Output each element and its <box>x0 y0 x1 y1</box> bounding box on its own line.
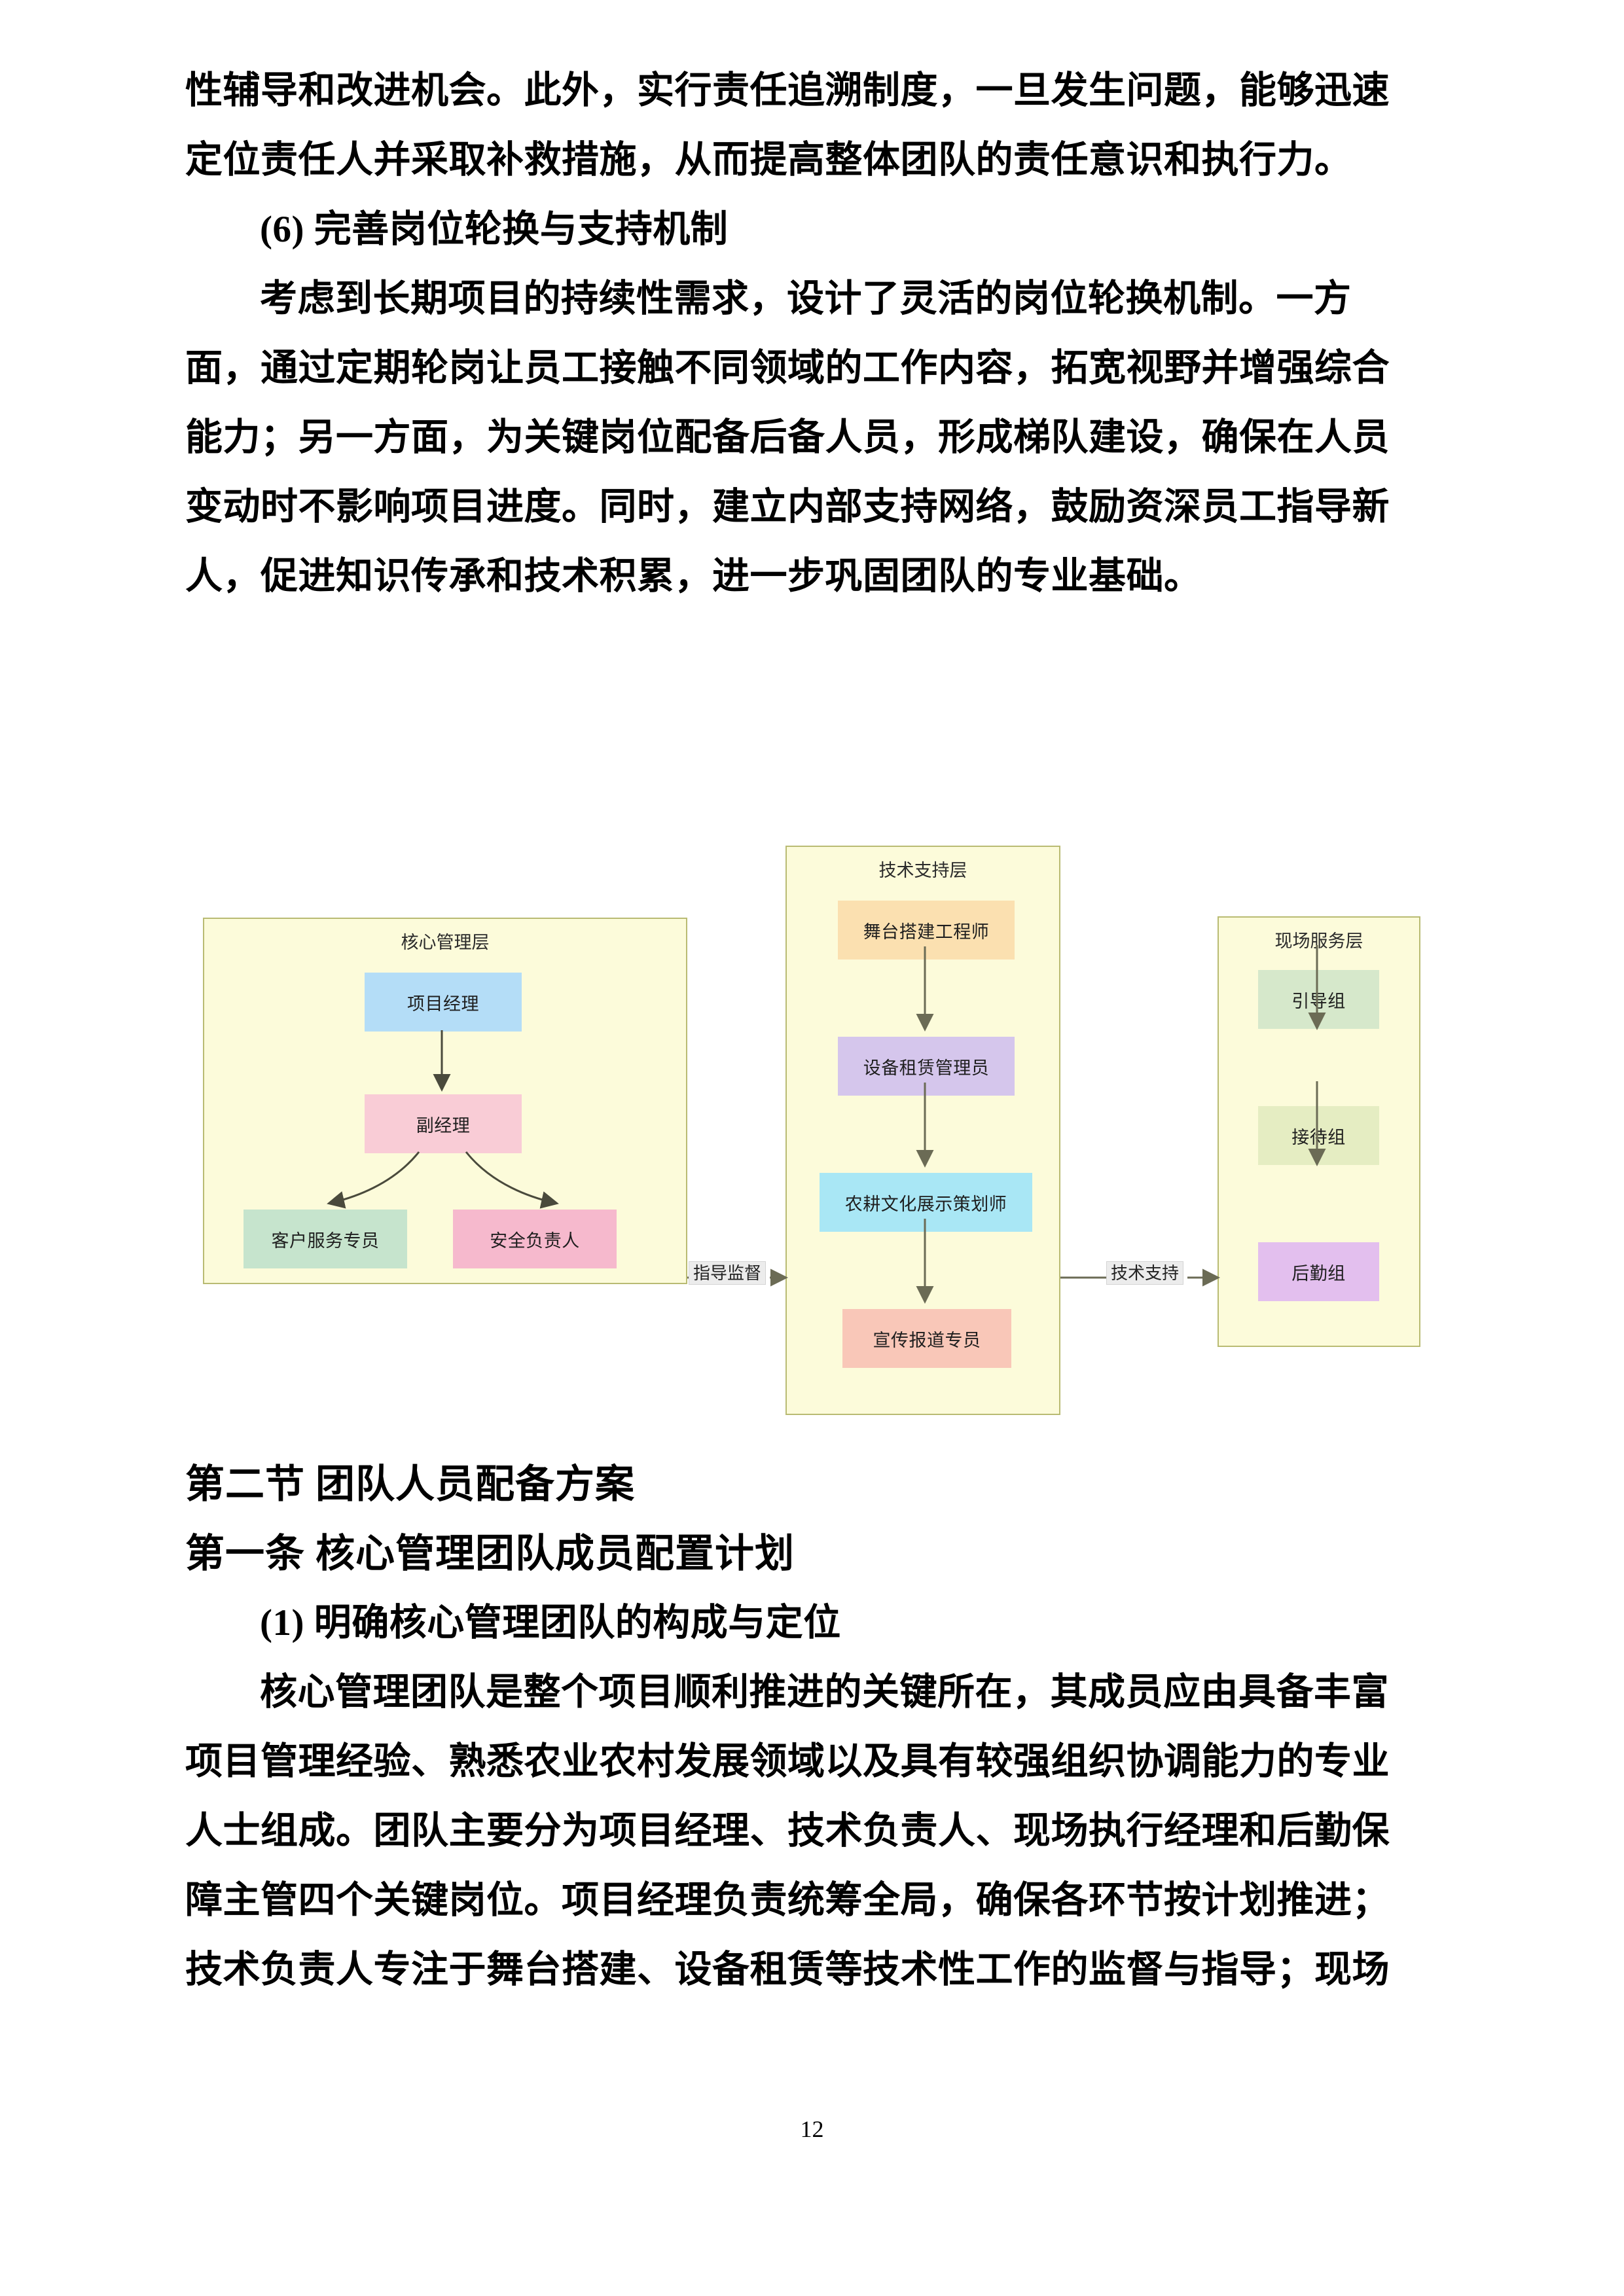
heading-section: 第二节 团队人员配备方案 <box>185 1463 635 1506</box>
node-stage-engineer[interactable]: 舞台搭建工程师 <box>838 901 1015 960</box>
node-publicity-officer[interactable]: 宣传报道专员 <box>842 1309 1011 1368</box>
paragraph-line: 技术负责人专注于舞台搭建、设备租赁等技术性工作的监督与指导；现场 <box>185 1949 1390 1990</box>
node-equipment-manager[interactable]: 设备租赁管理员 <box>838 1037 1015 1096</box>
edge-label-technical-support: 技术支持 <box>1106 1261 1184 1285</box>
panel-core-management: 核心管理层 项目经理 副经理 客户服务专员 安全负责人 <box>203 918 687 1284</box>
heading-article: 第一条 核心管理团队成员配置计划 <box>185 1532 795 1575</box>
paragraph-line: 项目管理经验、熟悉农业农村发展领域以及具有较强组织协调能力的专业 <box>185 1741 1390 1782</box>
paragraph-line: 定位责任人并采取补救措施，从而提高整体团队的责任意识和执行力。 <box>185 139 1352 181</box>
panel-title: 核心管理层 <box>401 933 490 952</box>
subheading-1: (1) 明确核心管理团队的构成与定位 <box>260 1602 841 1643</box>
panel-technical-support: 技术支持层 舞台搭建工程师 设备租赁管理员 农耕文化展示策划师 宣传报道专员 <box>785 846 1060 1415</box>
node-project-manager[interactable]: 项目经理 <box>365 973 522 1031</box>
paragraph-line: 人士组成。团队主要分为项目经理、技术负责人、现场执行经理和后勤保 <box>185 1810 1390 1852</box>
document-body: 性辅导和改进机会。此外，实行责任追溯制度，一旦发生问题，能够迅速 定位责任人并采… <box>185 56 1442 611</box>
node-reception-group[interactable]: 接待组 <box>1258 1106 1379 1165</box>
node-label: 副经理 <box>416 1115 471 1136</box>
page-number: 12 <box>800 2116 824 2142</box>
edge-label-text: 技术支持 <box>1111 1263 1180 1283</box>
paragraph-line: 能力；另一方面，为关键岗位配备后备人员，形成梯队建设，确保在人员 <box>185 417 1390 458</box>
node-logistics-group[interactable]: 后勤组 <box>1258 1242 1379 1301</box>
panel-title: 现场服务层 <box>1274 931 1363 951</box>
node-deputy-manager[interactable]: 副经理 <box>365 1094 522 1153</box>
paragraph-line: 考虑到长期项目的持续性需求，设计了灵活的岗位轮换机制。一方 <box>260 278 1352 319</box>
edge-label-guidance-supervision: 指导监督 <box>689 1261 767 1285</box>
paragraph-line: 障主管四个关键岗位。项目经理负责统筹全局，确保各环节按计划推进； <box>185 1880 1390 1921</box>
node-label: 客户服务专员 <box>271 1230 380 1251</box>
node-customer-service[interactable]: 客户服务专员 <box>244 1210 407 1268</box>
node-label: 接待组 <box>1291 1127 1346 1147</box>
paragraph-line: 变动时不影响项目进度。同时，建立内部支持网络，鼓励资深员工指导新 <box>185 486 1390 528</box>
paragraph-line: 人，促进知识传承和技术积累，进一步巩固团队的专业基础。 <box>185 556 1202 597</box>
node-label: 引导组 <box>1291 991 1346 1011</box>
paragraph-line: 核心管理团队是整个项目顺利推进的关键所在，其成员应由具备丰富 <box>260 1672 1389 1713</box>
document-body-lower: 第二节 团队人员配备方案 第一条 核心管理团队成员配置计划 (1) 明确核心管理… <box>185 1450 1442 2005</box>
node-culture-planner[interactable]: 农耕文化展示策划师 <box>820 1173 1032 1232</box>
node-label: 项目经理 <box>407 994 479 1014</box>
node-guide-group[interactable]: 引导组 <box>1258 970 1379 1029</box>
paragraph-line: 性辅导和改进机会。此外，实行责任追溯制度，一旦发生问题，能够迅速 <box>185 70 1390 111</box>
node-label: 宣传报道专员 <box>873 1330 981 1350</box>
node-label: 农耕文化展示策划师 <box>844 1194 1007 1214</box>
subheading-6: (6) 完善岗位轮换与支持机制 <box>260 209 729 250</box>
org-chart-figure: 核心管理层 项目经理 副经理 客户服务专员 安全负责人 技术支持层 舞台搭建工程… <box>0 805 1624 1433</box>
node-label: 舞台搭建工程师 <box>863 922 990 942</box>
paragraph-line: 面，通过定期轮岗让员工接触不同领域的工作内容，拓宽视野并增强综合 <box>185 348 1390 389</box>
panel-onsite-service: 现场服务层 引导组 接待组 后勤组 <box>1218 916 1420 1347</box>
node-safety-officer[interactable]: 安全负责人 <box>453 1210 617 1268</box>
node-label: 后勤组 <box>1291 1263 1346 1283</box>
node-label: 设备租赁管理员 <box>863 1058 990 1078</box>
panel-title: 技术支持层 <box>878 861 967 880</box>
node-label: 安全负责人 <box>490 1230 580 1251</box>
edge-label-text: 指导监督 <box>693 1263 762 1283</box>
